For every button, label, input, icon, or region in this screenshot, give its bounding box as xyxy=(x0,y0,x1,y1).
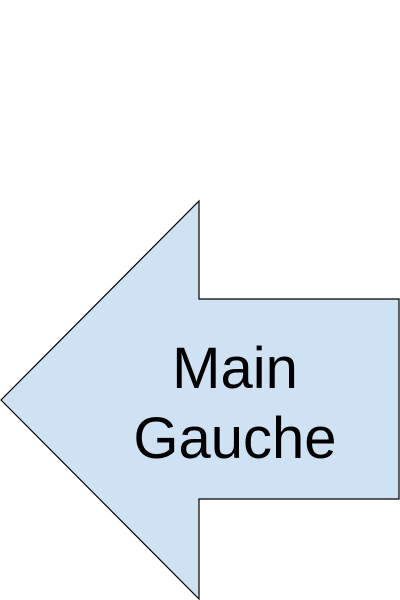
arrow-body xyxy=(0,199,400,600)
arrow-label: Main Gauche xyxy=(120,334,350,474)
arrow-label-line-1: Main xyxy=(172,336,298,401)
arrow-label-line-2: Gauche xyxy=(133,406,337,471)
